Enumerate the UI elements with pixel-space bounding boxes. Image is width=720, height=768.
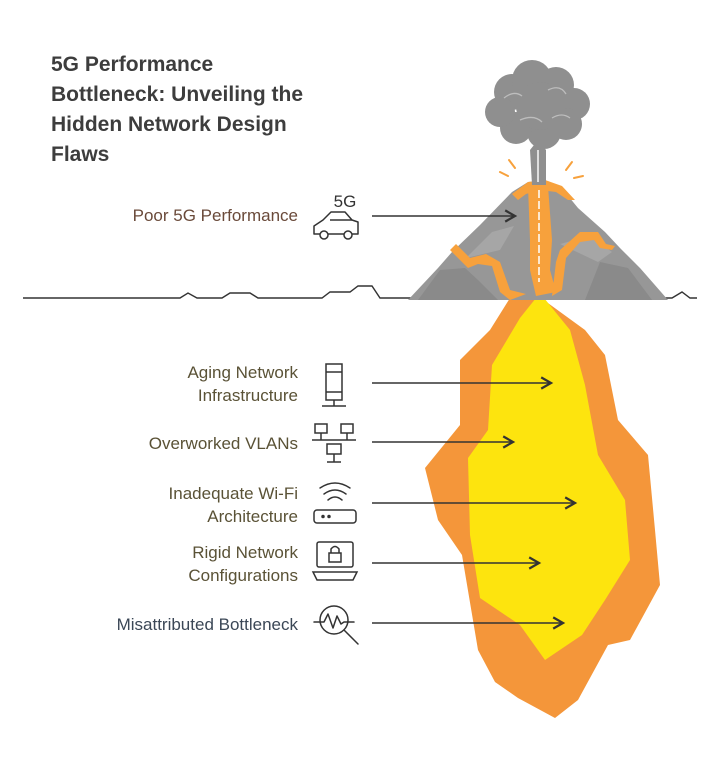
label-rigid-network-configurations: Rigid Network Configurations xyxy=(188,543,298,585)
label-poor-5g-performance: Poor 5G Performance xyxy=(132,206,298,225)
lava-flow-right xyxy=(552,232,615,296)
title-line-1: 5G Performance xyxy=(51,53,214,76)
magma-chamber-inner xyxy=(468,293,630,660)
locked-laptop-icon xyxy=(311,541,359,581)
car-icon xyxy=(313,211,359,240)
label-aging-network-infrastructure: Aging Network Infrastructure xyxy=(187,363,298,405)
car-icon-5g-text: 5G xyxy=(334,192,357,211)
server-icon xyxy=(322,363,346,407)
eruption-sparks xyxy=(499,159,584,179)
title-line-2: Bottleneck: Unveiling the xyxy=(51,83,304,106)
label-inadequate-wifi-architecture: Inadequate Wi-Fi Architecture xyxy=(168,484,298,526)
ground-line xyxy=(23,285,420,299)
vlan-network-icon xyxy=(312,423,356,463)
lava-conduit xyxy=(528,186,556,296)
wifi-router-icon xyxy=(313,482,357,524)
title-line-3: Hidden Network Design xyxy=(51,113,287,136)
title-line-4: Flaws xyxy=(51,143,110,166)
lava-flow-left xyxy=(450,244,526,300)
magnifier-signal-icon xyxy=(313,605,359,645)
page-title: 5G Performance Bottleneck: Unveiling the… xyxy=(51,50,371,170)
label-misattributed-bottleneck: Misattributed Bottleneck xyxy=(116,615,298,634)
label-overworked-vlans: Overworked VLANs xyxy=(148,434,298,453)
eruption-cloud xyxy=(485,60,590,149)
connector-arrows xyxy=(372,209,578,630)
